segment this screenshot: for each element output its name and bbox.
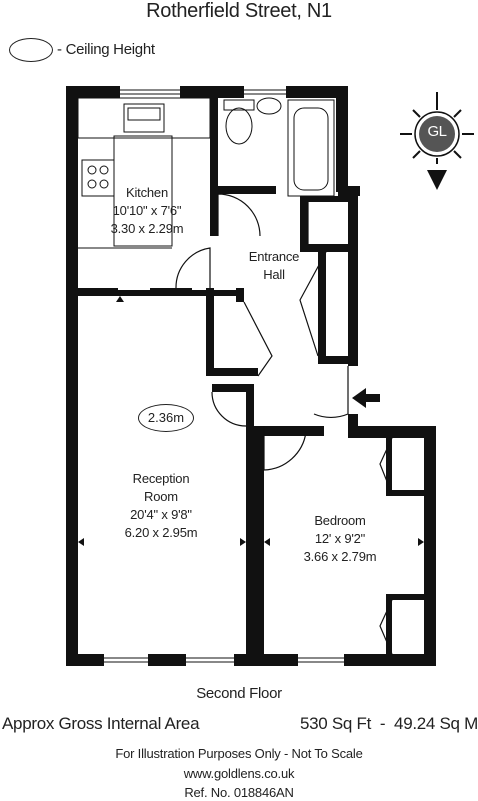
website-link[interactable]: www.goldlens.co.uk (183, 766, 295, 781)
interior-walls (78, 98, 424, 654)
entrance-hall-label: Entrance Hall (236, 248, 312, 284)
wall-bath-bottom (218, 186, 276, 194)
windows (104, 86, 344, 666)
entrance-arrow-icon (352, 388, 380, 408)
wall-right-upper (336, 86, 348, 192)
bedroom-label: Bedroom 12' x 9'2" 3.66 x 2.79m (280, 512, 400, 566)
ceiling-height-badge: 2.36m (138, 404, 194, 432)
kitchen-label: Kitchen 10'10" x 7'6" 3.30 x 2.29m (88, 184, 206, 238)
wall-kitchen-bath (210, 98, 218, 236)
bedroom-imperial: 12' x 9'2" (314, 531, 366, 546)
bathroom-fixtures (223, 97, 335, 197)
wall-right-hall-lower (348, 414, 358, 438)
ceiling-height-legend-label: - Ceiling Height (57, 41, 155, 58)
kitchen-metric: 3.30 x 2.29m (110, 221, 184, 236)
entrance-name-2: Hall (263, 267, 285, 282)
dimension-ticks (78, 296, 424, 546)
bedroom-name: Bedroom (314, 513, 366, 528)
reception-name-2: Room (144, 489, 178, 504)
doors (175, 193, 393, 655)
reception-room-label: Reception Room 20'4" x 9'8" 6.20 x 2.95m (100, 470, 222, 542)
floor-label: Second Floor (196, 685, 282, 702)
wall-right-hall (348, 186, 358, 366)
compass-icon (400, 92, 474, 190)
ceiling-height-legend-oval (9, 38, 53, 62)
wall-reception-right (246, 384, 254, 654)
wall-right-bedroom (424, 426, 436, 666)
wall-left (66, 86, 78, 666)
entrance-name-1: Entrance (248, 249, 300, 264)
area-value: 530 Sq Ft - 49.24 Sq M (299, 714, 478, 733)
wall-top (66, 86, 348, 98)
wall-cupboard-left (206, 288, 214, 374)
kitchen-name: Kitchen (126, 185, 168, 200)
compass-label: GL (427, 123, 447, 140)
wall-top-bedroom (350, 426, 436, 438)
reference-number: Ref. No. 018846AN (184, 785, 294, 800)
page-title: Rotherfield Street, N1 (146, 0, 332, 22)
kitchen-fixtures (77, 97, 211, 249)
reception-metric: 6.20 x 2.95m (124, 525, 198, 540)
area-label: Approx Gross Internal Area (2, 714, 200, 733)
bedroom-metric: 3.66 x 2.79m (303, 549, 377, 564)
reception-name-1: Reception (132, 471, 190, 486)
reception-imperial: 20'4" x 9'8" (130, 507, 192, 522)
disclaimer: For Illustration Purposes Only - Not To … (115, 746, 363, 761)
kitchen-imperial: 10'10" x 7'6" (112, 203, 182, 218)
